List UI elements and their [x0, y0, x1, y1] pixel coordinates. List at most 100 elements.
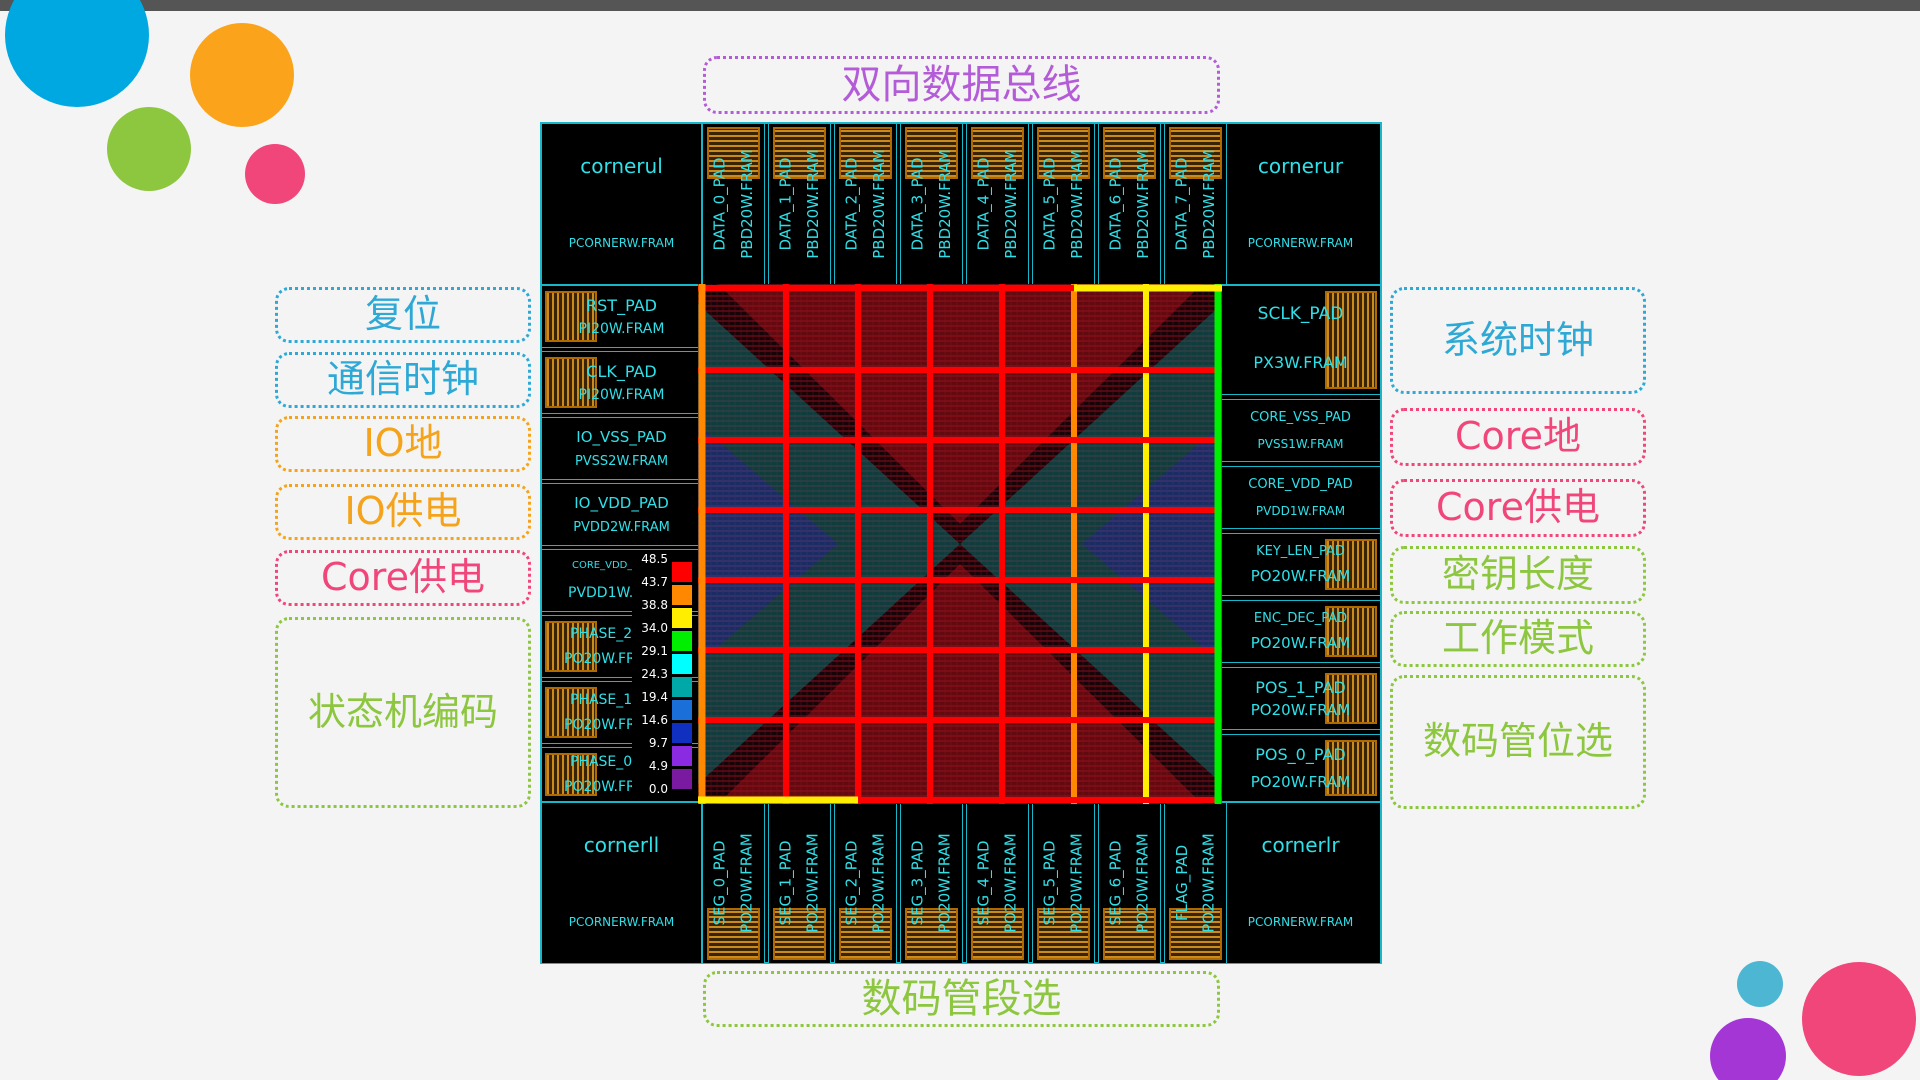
pad-name: POS_0_PAD [1255, 745, 1346, 764]
corner-name: cornerll [583, 833, 660, 857]
bond-pad [545, 291, 597, 342]
legend-value: 29.1 [641, 644, 668, 658]
label-right-system-clock: 系统时钟 [1390, 287, 1646, 394]
corner-name: cornerur [1257, 154, 1344, 178]
bond-pad [905, 127, 958, 179]
pad-frame: PO20W.FRAM [1200, 833, 1218, 933]
bottom-pad: SEG_0_PAD PO20W.FRAM [702, 802, 765, 964]
pad-name: CORE_VDD_PAD [1248, 477, 1353, 492]
bond-pad [545, 687, 597, 738]
decor-circle-lightblue [1737, 961, 1783, 1007]
label-left-reset: 复位 [275, 287, 531, 343]
pad-name: SEG_0_PAD [711, 840, 730, 926]
corner-name: cornerul [580, 154, 663, 178]
pad-name: CORE_VDD_PAD [572, 560, 653, 571]
corner-frame: PCORNERW.FRAM [1247, 915, 1354, 929]
bond-pad [1169, 908, 1222, 960]
pad-frame: PBD20W.FRAM [738, 149, 756, 259]
label-right-core-power: Core供电 [1390, 479, 1646, 537]
pad-name: DATA_6_PAD [1107, 157, 1125, 251]
pad-frame: PO20W.FRAM [804, 833, 822, 933]
pad-name: SEG_3_PAD [909, 840, 928, 926]
decor-circle-orange [190, 23, 294, 127]
pad-frame: PO20W.FRAM [1250, 773, 1351, 791]
label-right-core-ground: Core地 [1390, 408, 1646, 466]
legend-swatch [672, 746, 692, 766]
pad-name: SEG_5_PAD [1041, 840, 1060, 926]
pad-name: SEG_6_PAD [1107, 840, 1126, 926]
pad-frame: PO20W.FRAM [1134, 833, 1152, 933]
pad-frame: PBD20W.FRAM [1200, 149, 1218, 259]
bond-pad [773, 127, 826, 179]
corner-frame: PCORNERW.FRAM [568, 915, 675, 929]
pad-frame: PO20W.FRAM [1250, 567, 1351, 585]
label-left-io-ground: IO地 [275, 416, 531, 472]
decor-circle-green [107, 107, 191, 191]
bond-pad [839, 908, 892, 960]
legend-value: 9.7 [648, 736, 668, 750]
bond-pad [1325, 291, 1377, 389]
pad-name: SEG_4_PAD [975, 840, 994, 926]
bond-pad [1325, 539, 1377, 590]
pad-name: RST_PAD [586, 296, 657, 315]
legend-swatch [672, 723, 692, 743]
pad-name: KEY_LEN_PAD [1256, 544, 1345, 559]
right-pad: POS_0_PAD PO20W.FRAM [1220, 734, 1381, 802]
pad-name: DATA_0_PAD [711, 157, 729, 251]
legend-value: 43.7 [641, 575, 668, 589]
pad-frame: PVDD2W.FRAM [573, 520, 670, 535]
bond-pad [971, 127, 1024, 179]
pad-frame: PO20W.FRAM [738, 833, 756, 933]
pad-name: FLAG_PAD [1173, 844, 1192, 922]
label-left-io-power: IO供电 [275, 484, 531, 540]
label-right-work-mode: 工作模式 [1390, 611, 1646, 667]
legend-value: 48.5 [641, 552, 668, 566]
corner-upper-right: cornerur PCORNERW.FRAM [1220, 123, 1381, 285]
legend-swatch [672, 654, 692, 674]
legend-swatch [672, 562, 692, 582]
top-pad: DATA_0_PAD PBD20W.FRAM [702, 123, 765, 285]
legend-value: 14.6 [641, 713, 668, 727]
bond-pad [545, 357, 597, 408]
pad-frame: PX3W.FRAM [1253, 353, 1348, 372]
decor-circle-pink [245, 144, 305, 204]
corner-frame: PCORNERW.FRAM [568, 236, 675, 250]
pad-frame: PBD20W.FRAM [804, 149, 822, 259]
pad-frame: PVDD1W.FRAM [1255, 504, 1346, 518]
bond-pad [1169, 127, 1222, 179]
bond-pad [707, 127, 760, 179]
pad-frame: PO20W.FRAM [870, 833, 888, 933]
bond-pad [545, 753, 597, 796]
pad-frame: PO20W.FRAM [936, 833, 954, 933]
legend-value: 0.0 [648, 782, 668, 796]
pad-frame: PO20W.FRAM [1250, 701, 1351, 719]
pad-frame: PBD20W.FRAM [1068, 149, 1086, 259]
decor-circle-purple [1710, 1018, 1786, 1080]
legend-value: 4.9 [648, 759, 668, 773]
pad-name: SCLK_PAD [1257, 304, 1344, 324]
pad-name: SEG_1_PAD [777, 840, 796, 926]
corner-frame: PCORNERW.FRAM [1247, 236, 1354, 250]
bond-pad [1325, 673, 1377, 724]
pad-frame: PO20W.FRAM [1250, 634, 1351, 652]
right-pad: SCLK_PAD PX3W.FRAM [1220, 285, 1381, 395]
label-right-key-length: 密钥长度 [1390, 546, 1646, 604]
bottom-pad: SEG_6_PAD PO20W.FRAM [1098, 802, 1161, 964]
bottom-pad: FLAG_PAD PO20W.FRAM [1164, 802, 1227, 964]
bond-pad [1037, 908, 1090, 960]
decor-circle-blue [5, 0, 149, 107]
label-bottom-segment-select: 数码管段选 [703, 971, 1220, 1027]
corner-lower-left: cornerll PCORNERW.FRAM [541, 802, 702, 964]
